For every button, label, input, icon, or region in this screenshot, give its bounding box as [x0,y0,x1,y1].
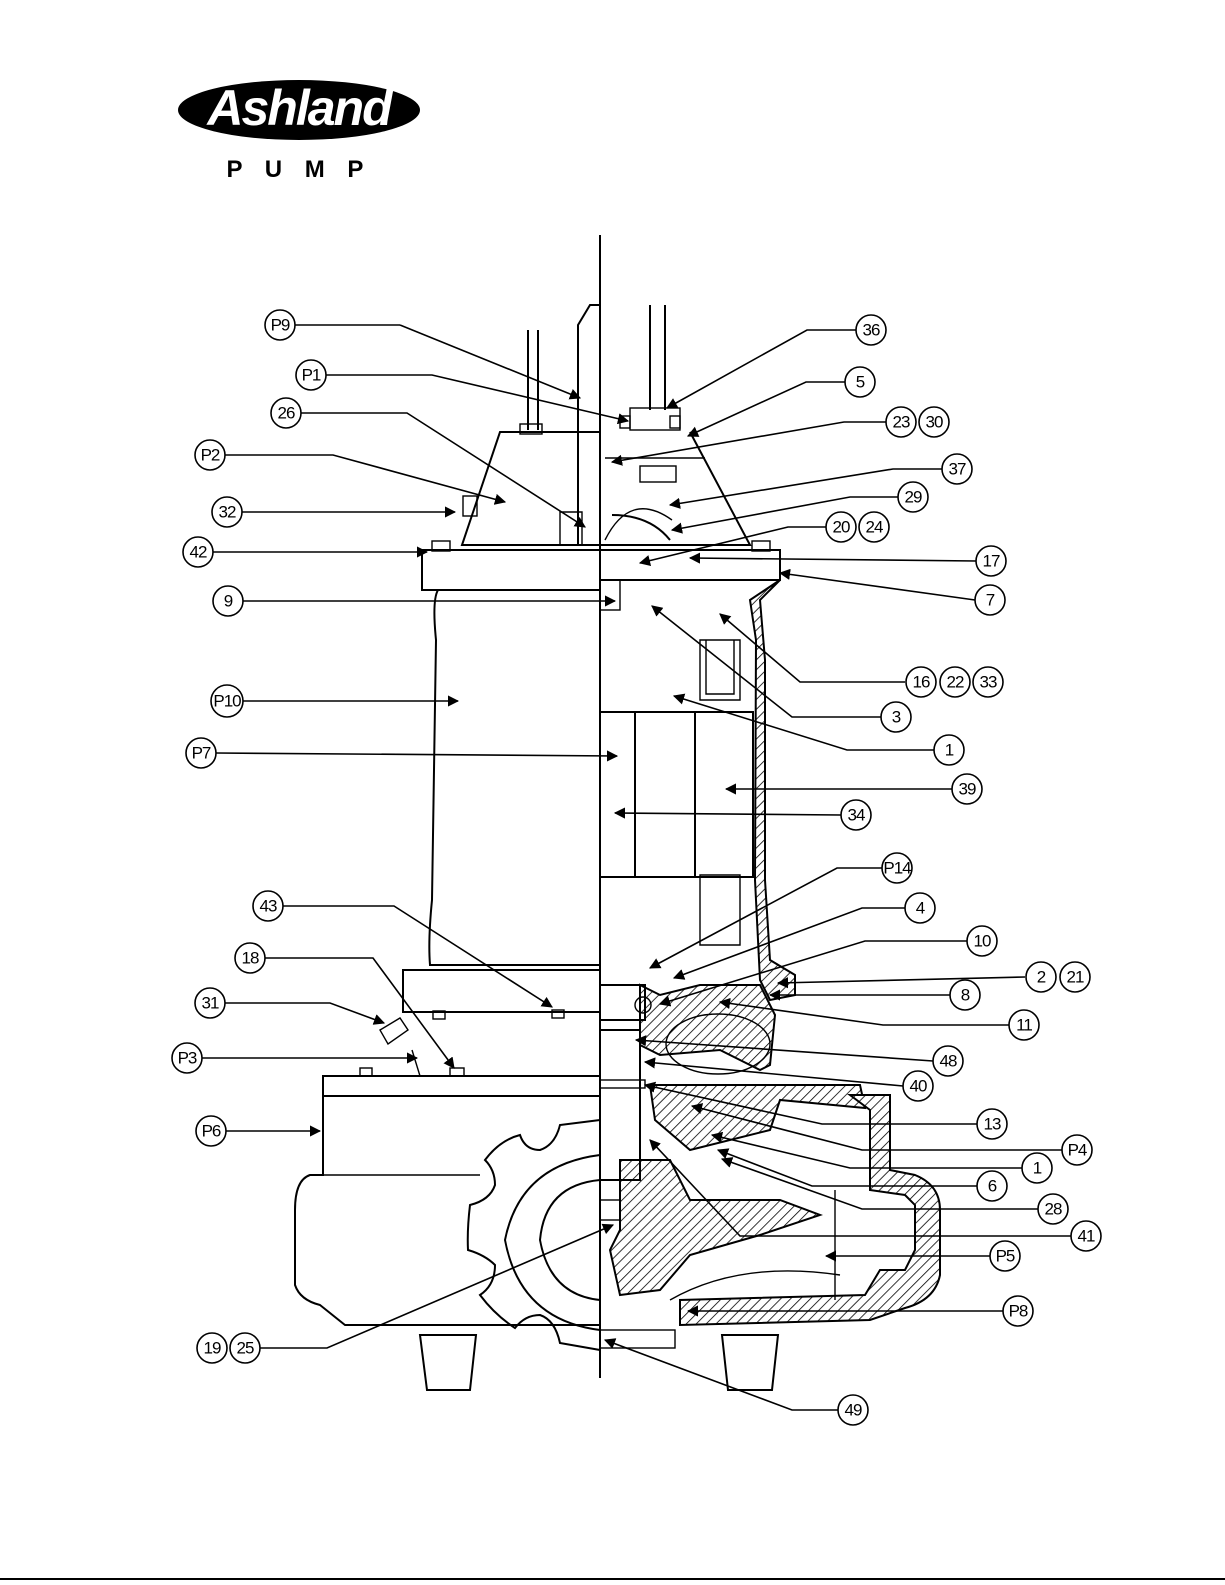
callout-5: 5 [688,367,875,436]
svg-text:34: 34 [848,806,865,825]
svg-text:24: 24 [866,518,883,537]
callout-23-30: 23 30 [612,407,949,462]
svg-text:2: 2 [1037,968,1046,987]
svg-text:1: 1 [945,741,954,760]
svg-text:P10: P10 [213,692,241,711]
callout-32: 32 [212,497,455,527]
callout-29: 29 [672,482,928,530]
svg-text:17: 17 [983,552,1000,571]
svg-text:P14: P14 [883,859,911,878]
callout-7: 7 [780,573,1005,615]
svg-text:28: 28 [1045,1200,1062,1219]
callout-3: 3 [652,606,911,732]
svg-text:6: 6 [988,1177,997,1196]
svg-text:36: 36 [863,321,880,340]
svg-text:20: 20 [833,518,850,537]
svg-text:P4: P4 [1068,1141,1087,1160]
volute-body [295,1096,600,1325]
callout-34: 34 [615,800,871,830]
callout-P6: P6 [196,1116,320,1146]
callout-31: 31 [195,988,384,1023]
svg-text:P8: P8 [1009,1302,1028,1321]
svg-text:40: 40 [910,1077,927,1096]
callout-P3: P3 [172,1043,417,1073]
suction-flange [468,1120,600,1350]
svg-text:41: 41 [1078,1227,1095,1246]
callout-19-25: 19 25 [197,1225,613,1363]
motor-housing [429,590,600,965]
upper-flange [422,550,600,590]
right-foot [722,1335,778,1390]
svg-text:48: 48 [940,1052,957,1071]
bearing-housing-flange [403,970,600,1012]
svg-text:13: 13 [984,1115,1001,1134]
svg-text:49: 49 [845,1401,862,1420]
pump-exterior-left-half [295,305,600,1390]
callout-20-24: 20 24 [640,512,889,563]
callout-1a: 1 [674,696,964,765]
svg-text:30: 30 [926,413,943,432]
svg-text:5: 5 [856,373,865,392]
svg-text:31: 31 [202,994,219,1013]
svg-text:33: 33 [980,673,997,692]
svg-text:39: 39 [959,780,976,799]
svg-text:P7: P7 [192,744,211,763]
svg-text:25: 25 [237,1339,254,1358]
svg-text:21: 21 [1067,968,1084,987]
svg-text:P9: P9 [271,316,290,335]
callout-42: 42 [183,537,427,567]
callout-P2: P2 [195,440,505,502]
shaft [600,1030,640,1180]
svg-text:23: 23 [893,413,910,432]
rotor [600,712,635,877]
page-bottom-rule [0,1578,1225,1580]
callout-6: 6 [718,1150,1007,1201]
svg-text:26: 26 [278,404,295,423]
svg-text:18: 18 [242,949,259,968]
callout-2-21: 2 21 [778,962,1090,992]
discharge-top-plate [323,1076,600,1096]
left-foot [420,1335,476,1390]
svg-text:19: 19 [204,1339,221,1358]
svg-text:7: 7 [986,591,995,610]
svg-text:16: 16 [913,673,930,692]
svg-text:43: 43 [260,897,277,916]
svg-text:9: 9 [224,592,233,611]
svg-text:10: 10 [974,932,991,951]
svg-text:P1: P1 [302,366,321,385]
svg-text:P6: P6 [202,1122,221,1141]
callout-49: 49 [605,1340,868,1425]
svg-text:P3: P3 [178,1049,197,1068]
pump-section-right-half [600,305,940,1390]
callout-8: 8 [770,980,980,1010]
svg-text:P2: P2 [201,446,220,465]
svg-text:3: 3 [892,708,901,727]
svg-text:32: 32 [219,503,236,522]
svg-text:42: 42 [190,543,207,562]
svg-text:22: 22 [947,673,964,692]
callout-P7: P7 [186,738,617,768]
svg-text:1: 1 [1033,1159,1042,1178]
svg-text:11: 11 [1016,1016,1032,1035]
callout-18: 18 [235,943,454,1068]
svg-text:29: 29 [905,488,922,507]
stator [635,712,695,877]
cap-dome [462,432,600,545]
svg-text:37: 37 [949,460,966,479]
svg-text:P5: P5 [996,1247,1015,1266]
callout-P14: P14 [650,853,912,968]
svg-text:4: 4 [916,899,925,918]
callout-P10: P10 [211,685,458,717]
callout-4: 4 [674,893,935,978]
svg-text:8: 8 [961,986,970,1005]
